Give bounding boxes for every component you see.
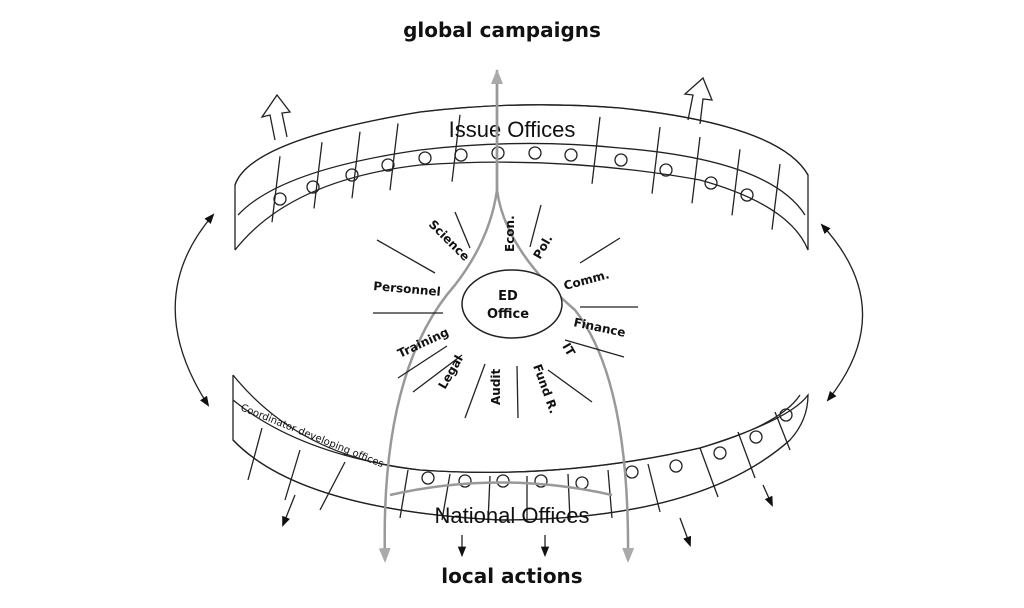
ed-office-line1: ED [498,289,518,304]
department-ray [376,239,436,274]
dept-fund-r: Fund R. [530,362,561,415]
local-arrow [282,494,296,527]
dept-comm: Comm. [562,267,611,293]
department-ray [397,345,448,379]
department-ray [412,354,463,393]
local-actions-label: local actions [441,564,582,588]
national-office-node [496,474,510,488]
outward-arrow-left [260,93,292,141]
dept-finance: Finance [572,315,627,340]
issue-office-divider [651,127,661,194]
issue-office-divider [451,114,461,182]
national-office-node [575,476,589,490]
national-office-node [749,430,763,444]
coordinator-developing-offices-label: Coordinator developing offices [239,403,385,471]
department-ray [579,237,621,264]
department-ray [516,365,519,419]
issue-office-node [345,168,359,182]
dept-pol: Pol. [530,232,555,261]
national-office-node [779,408,793,422]
issue-office-divider [351,131,361,199]
national-office-divider [774,411,791,451]
issue-office-node [740,188,754,202]
issue-office-node [528,146,542,160]
department-dividers [373,204,638,419]
issue-office-divider [389,123,399,191]
issue-office-node [659,163,673,177]
national-office-divider [567,473,571,521]
global-campaigns-label: global campaigns [403,18,601,42]
national-office-divider [647,463,661,513]
national-offices-label: National Offices [435,503,590,528]
national-office-divider [737,431,756,479]
issue-offices-band: Issue Offices [234,104,809,251]
issue-office-node [418,151,432,165]
ed-office-ellipse [461,269,563,339]
national-office-divider [441,473,451,521]
outward-arrow-right [683,76,714,125]
dept-science: Science [426,217,473,264]
department-ray [529,204,542,248]
national-office-divider [319,461,346,511]
national-office-node [713,446,727,460]
issue-office-divider [313,142,323,209]
national-office-divider [284,449,301,501]
issue-office-divider [731,149,741,216]
national-office-divider [399,469,409,519]
issue-office-node [273,192,287,206]
national-office-node [458,474,472,488]
dept-econ: Econ. [503,215,517,252]
issue-office-node [614,153,628,167]
local-arrow [762,484,773,507]
national-office-node [669,459,683,473]
issue-offices-label: Issue Offices [449,117,576,142]
department-ray [564,339,625,358]
department-ray [454,211,471,249]
local-action-arrows [282,484,773,558]
issue-office-divider [591,116,601,184]
dept-personnel: Personnel [373,279,442,299]
issue-office-node [564,148,578,162]
national-office-node [534,474,548,488]
issue-office-node [704,176,718,190]
national-office-divider [247,427,263,481]
issue-office-divider [271,156,281,223]
issue-office-node [306,180,320,194]
issue-office-divider [771,163,781,230]
right-exchange-arrow [820,223,864,402]
department-ray [547,369,593,403]
national-offices-band: Coordinator developing offices National … [232,374,809,528]
issue-office-node [381,158,395,172]
national-office-node [625,465,639,479]
left-exchange-arrow [174,213,215,407]
dept-audit: Audit [489,368,503,405]
flow-lines [378,69,635,563]
issue-office-divider [691,136,701,204]
department-ray [464,363,486,419]
national-office-node [421,471,435,485]
local-arrow [679,517,692,547]
national-office-divider [699,447,719,498]
ed-office-line2: Office [487,307,529,322]
issue-office-node [454,148,468,162]
